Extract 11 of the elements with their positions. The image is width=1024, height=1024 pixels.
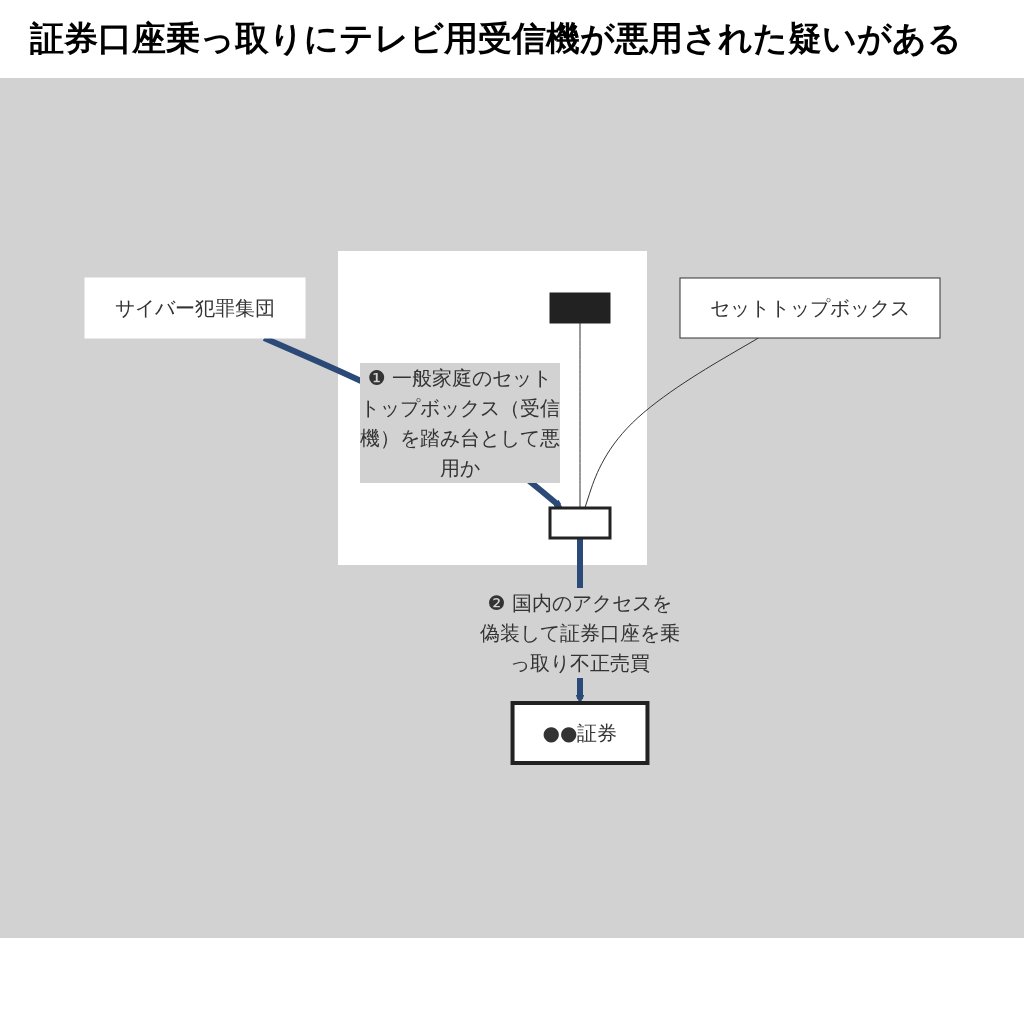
connector — [583, 337, 759, 509]
node-box: セットトップボックス — [679, 277, 940, 339]
connector — [579, 322, 580, 509]
edge-label: ❶ 一般家庭のセットトップボックス（受信機）を踏み台として悪用か — [359, 366, 560, 480]
cluster — [337, 251, 647, 565]
node-box: ●●証券 — [510, 701, 649, 765]
edge-label: ❷ 国内のアクセスを偽装して証券口座を乗っ取り不正売買 — [479, 591, 680, 675]
node-picture — [549, 292, 610, 324]
title: 証券口座乗っ取りにテレビ用受信機が悪用された疑いがある — [30, 17, 963, 60]
node-picture — [548, 506, 611, 540]
node-box: サイバー犯罪集団 — [84, 277, 305, 339]
